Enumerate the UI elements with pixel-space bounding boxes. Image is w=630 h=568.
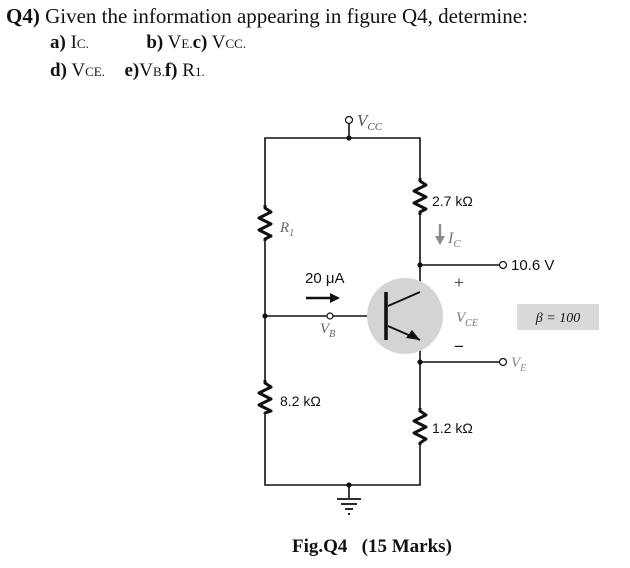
re-value-label: 1.2 kΩ [432, 420, 473, 436]
rc-value-label: 2.7 kΩ [432, 193, 473, 209]
re-resistor [412, 408, 428, 445]
vce-plus-label: + [454, 273, 464, 292]
item-f-label: f) [164, 60, 178, 81]
emitter-arrow-icon [406, 330, 420, 340]
junction-dot [417, 359, 423, 365]
r1-label: R1 [279, 220, 294, 239]
resistors [257, 178, 428, 445]
figure-label: Fig.Q4 [292, 536, 348, 557]
transistor-collector-leg [387, 291, 421, 307]
bottom-rail-wire [264, 414, 421, 486]
r2-value-label: 8.2 kΩ [280, 393, 321, 409]
question-number: Q4) [6, 4, 40, 28]
ib-value-label: 20 μA [305, 270, 345, 287]
ib-arrow-icon [306, 293, 340, 303]
r1-resistor [257, 205, 273, 241]
rc-resistor [412, 178, 428, 215]
ve-terminal [498, 357, 508, 367]
beta-box [517, 304, 599, 330]
ground-icon [337, 498, 361, 515]
item-e-var: V [139, 60, 153, 81]
item-c-label: c) [192, 32, 208, 53]
question-text: Given the information appearing in figur… [39, 4, 528, 28]
transistor-npn [367, 278, 443, 354]
terminals [326, 115, 508, 367]
vcc-terminal [344, 115, 354, 125]
question-items-row-2: d) VCE. e)VB.f) R1. [50, 60, 205, 82]
item-b-label: b) [146, 32, 164, 53]
item-e-sub: B. [152, 64, 165, 79]
junction-dot [262, 313, 268, 319]
transistor-body [367, 278, 443, 354]
beta-label: β = 100 [535, 311, 580, 326]
item-e-label: e) [124, 60, 140, 81]
item-c-var: V [211, 32, 226, 53]
top-rail-wire [264, 137, 421, 205]
vb-label: VB [320, 321, 335, 340]
item-c-sub: CC. [225, 36, 247, 51]
junction-dot [346, 135, 352, 141]
item-b-sub: E. [181, 36, 193, 51]
vc-value-label: 10.6 V [511, 257, 554, 274]
vce-minus-label: − [454, 337, 464, 356]
figure-caption: Fig.Q4 (15 Marks) [292, 536, 452, 558]
item-a-label: a) [50, 32, 66, 53]
item-d-sub: CE. [85, 64, 105, 79]
circuit-wires [264, 124, 500, 498]
ve-label: VE [511, 355, 526, 374]
vce-label: VCE [456, 310, 478, 329]
vcc-label: VCC [357, 111, 383, 133]
item-f-var: R [182, 60, 195, 81]
junction-dots [262, 135, 423, 488]
marks-label: (15 Marks) [361, 536, 452, 557]
item-f-sub: 1. [194, 64, 205, 79]
r2-resistor [257, 380, 273, 415]
junction-dot [346, 482, 352, 488]
question-stem: Q4) Given the information appearing in f… [6, 4, 528, 29]
junction-dot [417, 262, 423, 268]
question-items-row-1: a) IC. b) VE.c) VCC. [50, 32, 246, 54]
item-b-var: V [167, 32, 182, 53]
vc-terminal [498, 260, 508, 270]
ic-label: IC [447, 230, 461, 250]
item-d-label: d) [50, 60, 67, 81]
ic-arrow-icon [435, 224, 445, 245]
item-d-var: V [71, 60, 86, 81]
item-a-var: I [70, 32, 77, 53]
vb-terminal [326, 312, 334, 320]
item-a-sub: C. [76, 36, 89, 51]
